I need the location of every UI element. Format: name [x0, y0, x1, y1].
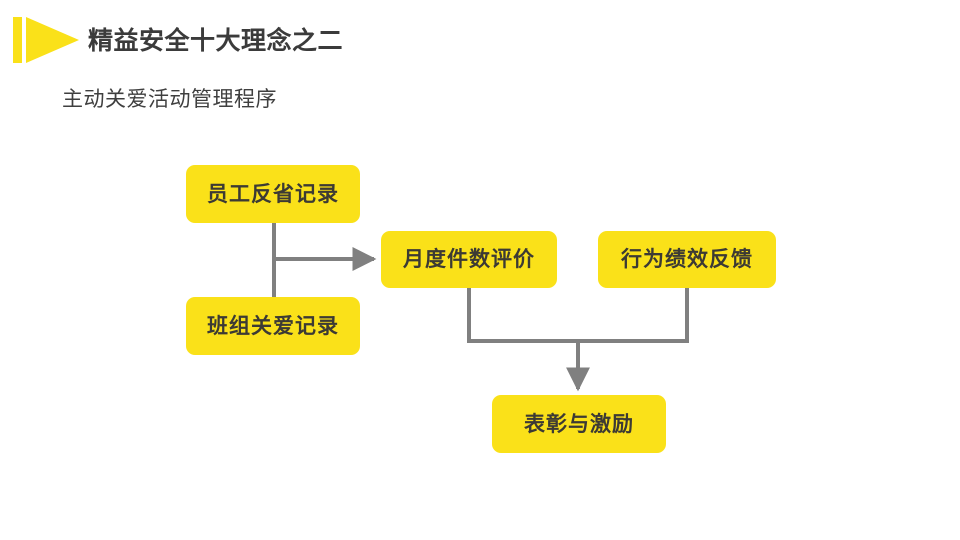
flow-node-monthly[interactable]: 月度件数评价 [381, 231, 557, 288]
page-title: 精益安全十大理念之二 [88, 27, 344, 55]
flow-node-team[interactable]: 班组关爱记录 [186, 297, 360, 355]
flow-node-monthly-label: 月度件数评价 [403, 248, 535, 271]
flow-node-behavior-label: 行为绩效反馈 [621, 248, 753, 271]
flow-node-employee[interactable]: 员工反省记录 [186, 165, 360, 223]
flow-node-reward-label: 表彰与激励 [524, 412, 634, 436]
flow-node-reward[interactable]: 表彰与激励 [492, 395, 666, 453]
flow-node-behavior[interactable]: 行为绩效反馈 [598, 231, 776, 288]
flow-node-employee-label: 员工反省记录 [207, 182, 339, 206]
flow-node-team-label: 班组关爱记录 [207, 314, 339, 338]
page-subtitle: 主动关爱活动管理程序 [62, 88, 277, 111]
yellow-flag-play-icon [13, 17, 79, 63]
